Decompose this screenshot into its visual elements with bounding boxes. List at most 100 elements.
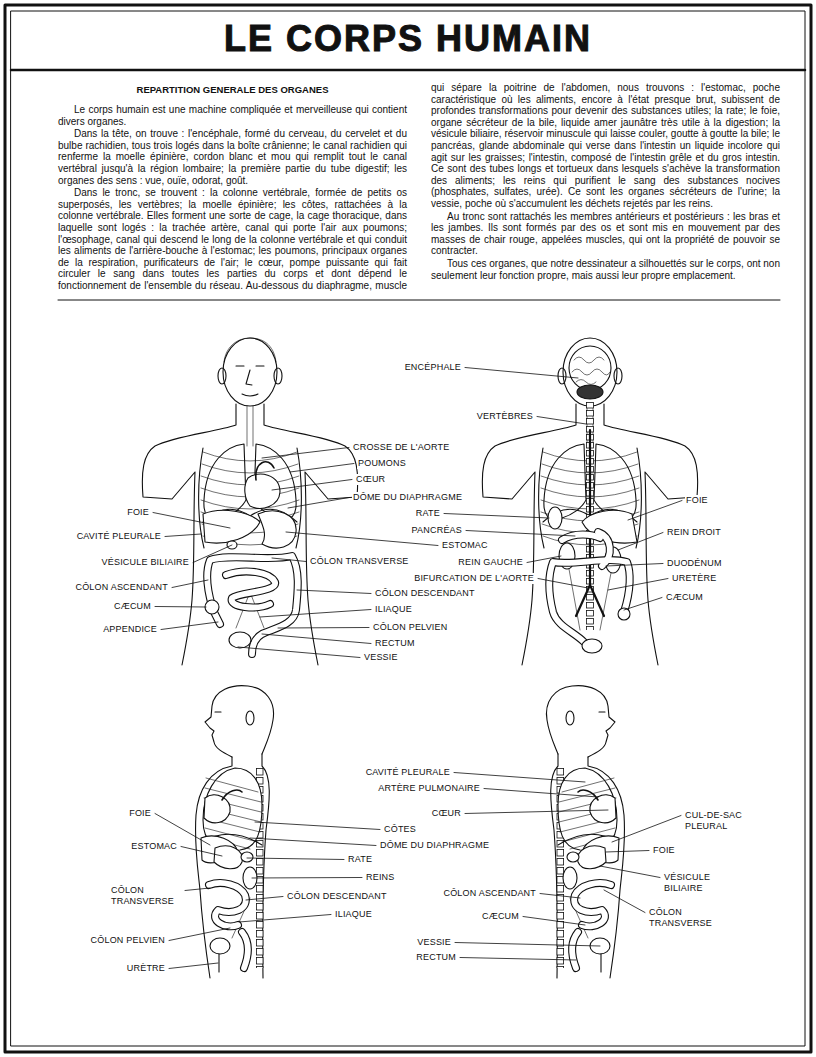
back-organs xyxy=(549,560,629,642)
side-body xyxy=(214,846,242,869)
organ-label: RATE xyxy=(347,854,373,865)
leader-line xyxy=(484,789,598,798)
organ-label: CÔLON TRANSVERSE xyxy=(648,907,720,929)
organ-label: FOIE xyxy=(128,808,152,819)
page-frame xyxy=(58,300,780,301)
body-paragraph: Tous ces organes, que notre dessinateur … xyxy=(431,258,780,281)
leader-line xyxy=(537,417,586,425)
leader-line xyxy=(153,513,230,529)
front-organs xyxy=(245,474,280,508)
organ-label: REIN DROIT xyxy=(666,527,722,538)
front-organs xyxy=(207,556,298,654)
organ-label: ESTOMAC xyxy=(130,841,178,852)
leader-line xyxy=(272,480,352,491)
organ-label: VÉSICULE BILIAIRE xyxy=(101,557,190,568)
leader-line xyxy=(193,545,232,563)
organ-label: CÔLON ASCENDANT xyxy=(74,582,169,593)
body-paragraph: Le corps humain est une machine compliqu… xyxy=(58,104,407,127)
organ-label: CÔLON TRANSVERSE xyxy=(309,556,410,567)
side-body xyxy=(242,932,248,968)
page-frame xyxy=(5,5,811,1052)
organ-label: CŒUR xyxy=(355,474,386,485)
organ-label: CÆCUM xyxy=(113,601,152,612)
organ-label: URETÈRE xyxy=(671,573,717,584)
leader-line xyxy=(169,963,218,969)
organ-label: RECTUM xyxy=(415,952,457,963)
leader-line xyxy=(604,890,645,913)
organ-label: PANCRÉAS xyxy=(411,525,463,536)
back-organs xyxy=(569,346,611,390)
leader-line xyxy=(239,915,331,923)
front-organs xyxy=(207,556,298,654)
side-body xyxy=(246,711,254,725)
organ-label: DÔME DU DIAPHRAGME xyxy=(379,840,490,851)
page-frame xyxy=(11,69,805,72)
front-organs xyxy=(226,571,275,607)
organ-label: CÔLON DESCENDANT xyxy=(286,891,388,902)
leader-line xyxy=(165,534,201,537)
leader-line xyxy=(238,647,360,658)
leader-line xyxy=(272,558,306,562)
organ-label: DÔME DU DIAPHRAGME xyxy=(352,492,463,503)
front-organs xyxy=(258,511,296,548)
front-organs xyxy=(207,556,298,654)
leader-line xyxy=(538,579,588,589)
leader-line xyxy=(455,943,600,947)
leader-line xyxy=(465,368,578,379)
face xyxy=(242,394,258,396)
organ-label: CAVITÉ PLEURALE xyxy=(365,767,451,778)
thorax xyxy=(199,406,302,548)
leader-line xyxy=(260,610,371,618)
leader-line xyxy=(185,888,210,891)
illustration xyxy=(482,338,697,665)
organ-label: CÔLON DESCENDANT xyxy=(374,588,476,599)
organ-label: BIFURCATION DE L'AORTE xyxy=(413,573,535,584)
leader-line xyxy=(460,958,576,961)
organ-label: CAVITÉ PLEURALE xyxy=(76,531,162,542)
front-organs xyxy=(226,571,275,607)
organ-label: CÔLON PELVIEN xyxy=(90,935,166,946)
leader-line xyxy=(444,514,549,519)
side-body xyxy=(195,686,273,978)
organ-label: CROSSE DE L'AORTE xyxy=(352,442,450,453)
organ-label: CŒUR xyxy=(431,808,462,819)
side-body xyxy=(215,711,221,712)
leader-line xyxy=(465,810,608,814)
thorax xyxy=(199,448,204,548)
organ-label: ILIAQUE xyxy=(334,909,373,920)
back-organs xyxy=(548,346,637,653)
organ-label: CÔTES xyxy=(383,824,417,835)
back-organs xyxy=(572,357,610,385)
leader-line xyxy=(540,894,580,899)
organ-label: DUODÉNUM xyxy=(666,558,723,569)
thorax xyxy=(204,444,246,519)
leader-line xyxy=(252,877,362,879)
front-organs xyxy=(203,462,298,654)
leader-line xyxy=(297,590,371,594)
organ-label: ARTÈRE PULMONAIRE xyxy=(377,783,481,794)
side-body xyxy=(242,932,248,968)
organ-label: CUL-DE-SAC PLEURAL xyxy=(684,810,752,832)
leader-line xyxy=(628,501,682,521)
leader-line xyxy=(523,917,585,926)
leader-line xyxy=(527,556,561,563)
text-columns: REPARTITION GENERALE DES ORGANES Le corps… xyxy=(58,82,780,292)
organ-label: REIN GAUCHE xyxy=(457,557,524,568)
side-body xyxy=(210,938,230,954)
illustration xyxy=(546,686,624,978)
leader-line xyxy=(250,838,376,846)
back-organs xyxy=(569,569,611,630)
organ-label: VERTÈBRES xyxy=(476,411,534,422)
organ-label: URÈTRE xyxy=(126,963,166,974)
section-heading: REPARTITION GENERALE DES ORGANES xyxy=(58,84,407,95)
body-outline xyxy=(218,368,226,384)
side-body xyxy=(209,883,246,926)
organ-label: FOIE xyxy=(685,495,709,506)
poster-title: LE CORPS HUMAIN xyxy=(11,14,805,64)
back-organs xyxy=(549,560,629,642)
body-outline xyxy=(223,338,277,406)
leader-line xyxy=(169,928,230,941)
front-organs xyxy=(203,510,260,543)
leader-line xyxy=(161,622,218,630)
face xyxy=(246,370,252,385)
